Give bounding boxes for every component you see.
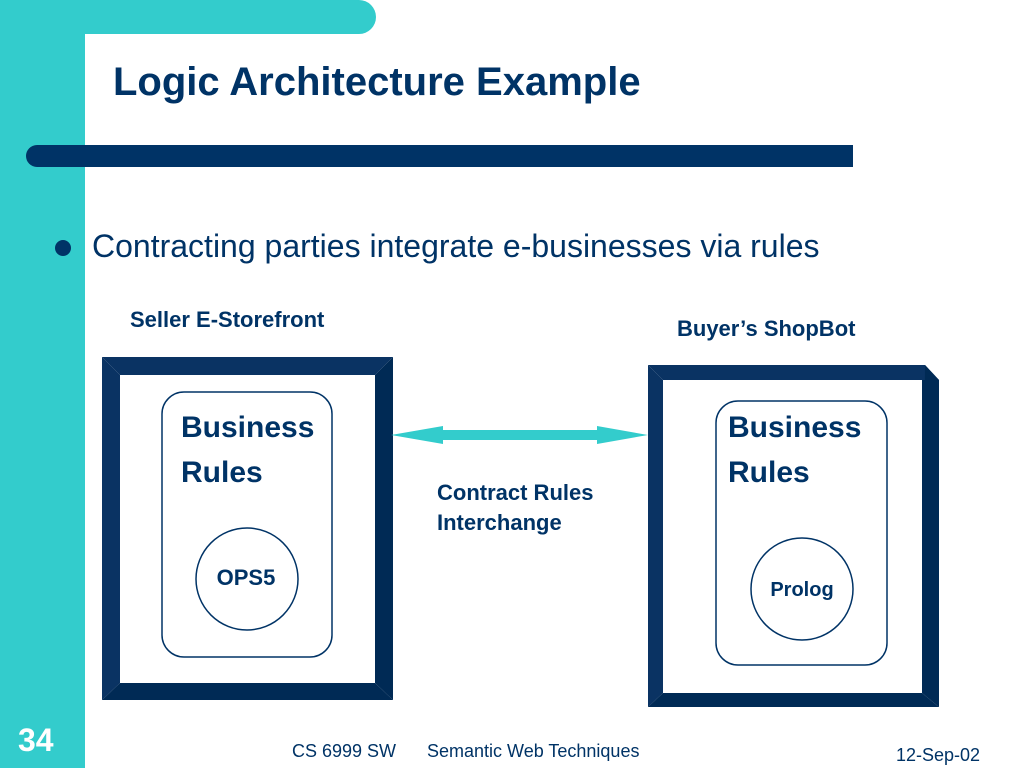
seller-rules-line1: Business [181,411,315,444]
buyer-rules-line2: Rules [728,456,810,489]
left-accent-band [0,0,85,768]
footer-date: 12-Sep-02 [896,745,981,765]
buyer-engine-circle [750,537,854,641]
seller-rules-line2: Rules [181,456,263,489]
bullet-icon [55,240,71,256]
buyer-engine-label: Prolog [770,579,834,601]
seller-frame [102,357,393,700]
buyer-label: Buyer’s ShopBot [677,316,856,341]
seller-engine-label: OPS5 [216,565,276,590]
interchange-arrow [391,426,648,444]
interchange-label-line2: Interchange [437,510,562,535]
footer-course: CS 6999 SW [292,741,397,761]
slide-title: Logic Architecture Example [113,60,641,104]
buyer-frame [648,365,939,707]
buyer-rules-line1: Business [728,411,862,444]
bullet-text: Contracting parties integrate e-business… [92,228,820,264]
footer-subject: Semantic Web Techniques [427,741,640,761]
title-underline-bar [26,145,853,167]
seller-engine-circle [195,527,299,631]
seller-label: Seller E-Storefront [130,307,325,332]
interchange-label-line1: Contract Rules [437,480,594,505]
top-accent-band [0,0,376,34]
slide-number: 34 [18,722,54,758]
